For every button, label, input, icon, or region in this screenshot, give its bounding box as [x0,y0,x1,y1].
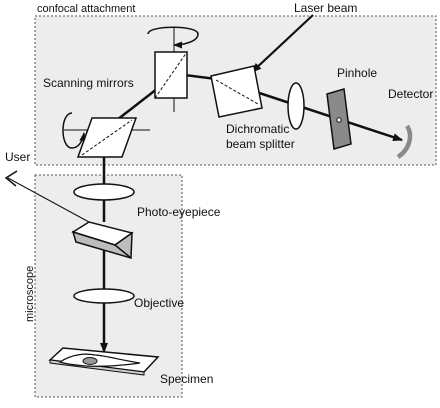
objective-lens [73,288,135,304]
user-line-of-sight [7,177,101,229]
beam-path-to-detector [231,82,403,142]
dichromatic-label-line2: beam splitter [226,137,295,151]
laser-beam-label: Laser beam [294,1,357,15]
lower-mirror-rotation-icon [62,112,87,149]
photo-eyepiece-lens [73,183,135,201]
dichromatic-label-line1: Dichromatic [226,122,289,136]
upper-mirror-diagonal [154,51,188,99]
upper-mirror-rotation-icon [147,26,199,49]
scanning-mirrors-label: Scanning mirrors [43,76,134,90]
user-eye-icon [4,170,18,187]
specimen-nucleus [82,357,98,365]
lower-mirror-diagonal [81,119,133,156]
confocal-lens [287,82,305,130]
prism-edge [114,244,132,259]
user-label: User [5,150,30,164]
splitter-diagonal [215,79,259,105]
objective-label: Objective [134,296,184,310]
photo-eyepiece-label: Photo-eyepiece [137,205,221,219]
detector-icon [396,124,413,159]
specimen-cell [58,353,141,367]
pinhole-aperture [336,117,342,123]
prism-side-face [71,230,133,259]
dichromatic-beam-splitter [210,65,263,118]
laser-beam-arrow [251,14,314,73]
microscope-label: microscope [24,266,36,322]
pinhole-label: Pinhole [337,66,377,80]
specimen-label: Specimen [160,372,213,386]
detector-label: Detector [388,87,433,101]
confocal-attachment-label: confocal attachment [37,3,135,15]
